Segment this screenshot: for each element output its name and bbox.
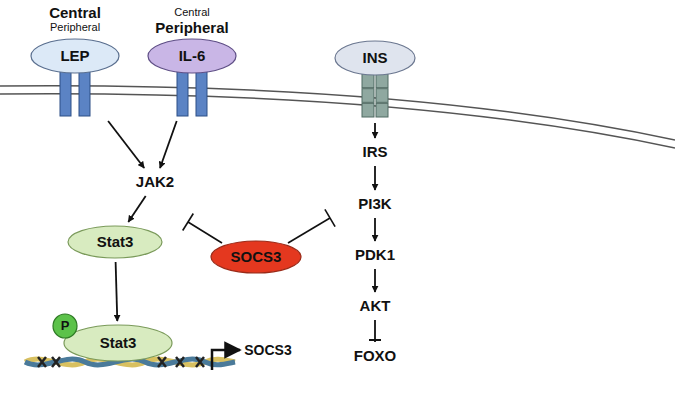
node-text: FOXO — [354, 348, 397, 365]
arrow-connector — [108, 121, 144, 168]
inhibitor-ellipse: SOCS3 — [210, 240, 302, 274]
node-text: P — [61, 319, 70, 333]
receptor: INS — [334, 40, 416, 120]
protein-ellipse: Stat3 — [67, 225, 163, 259]
node-text: INS — [362, 40, 387, 76]
node-text: AKT — [360, 298, 391, 315]
node-text: IL-6 — [179, 38, 206, 74]
region-label: Peripheral — [50, 21, 100, 33]
node-text: JAK2 — [136, 174, 174, 191]
receptor-chain — [376, 74, 388, 88]
node-text: Stat3 — [97, 234, 134, 251]
node-outline — [68, 226, 162, 258]
receptor-chain — [362, 74, 374, 88]
kinase-label: JAK2 — [129, 171, 181, 193]
phospho-circle: P — [52, 313, 78, 339]
transcription-arrow — [212, 350, 240, 370]
membrane-line — [0, 94, 675, 148]
node-text: Stat3 — [100, 335, 137, 352]
receptor-chain — [376, 89, 388, 103]
receptor-chain — [376, 103, 388, 117]
inhibition-line — [288, 218, 330, 243]
arrow-connector — [374, 218, 376, 241]
receptor-chain — [60, 70, 71, 116]
inhibition-connector — [374, 320, 376, 342]
pathway-label: IRS — [353, 141, 397, 163]
protein-ellipse: Stat3P — [63, 324, 173, 362]
node-outline — [148, 39, 236, 73]
pathway-label: PDK1 — [348, 244, 402, 266]
pathway-label: FOXO — [347, 345, 403, 367]
node-outline — [211, 241, 301, 273]
receptor: LEP — [30, 38, 120, 118]
region-label: Peripheral — [155, 19, 228, 36]
node-outline — [31, 39, 119, 73]
inhibition-bar — [325, 209, 335, 226]
arrow-connector — [374, 269, 376, 292]
receptor-chain — [362, 103, 374, 117]
node-text: SOCS3 — [231, 249, 282, 266]
arrow-connector — [374, 123, 376, 138]
receptor-chain — [362, 89, 374, 103]
node-text: PDK1 — [355, 247, 395, 264]
arrow-connector — [116, 262, 118, 321]
receptor-chain — [177, 70, 188, 116]
receptor: IL-6 — [147, 38, 237, 118]
node-text: PI3K — [358, 196, 391, 213]
node-outline — [335, 41, 415, 75]
arrow-connector — [374, 166, 376, 190]
inhibition-line — [188, 222, 222, 243]
receptor-chain — [79, 70, 90, 116]
gene-label: SOCS3 — [244, 342, 291, 358]
node-outline — [64, 325, 172, 361]
node-text: IRS — [362, 144, 387, 161]
inhibition-bar — [183, 214, 194, 231]
arrow-connector — [128, 196, 145, 222]
region-label: Central — [174, 6, 209, 18]
receptor-chain — [196, 70, 207, 116]
arrow-connector — [160, 121, 177, 168]
node-text: LEP — [60, 38, 89, 74]
node-outline — [53, 314, 77, 338]
pathway-label: PI3K — [350, 193, 400, 215]
region-label: Central — [49, 4, 101, 21]
pathway-label: AKT — [351, 295, 399, 317]
